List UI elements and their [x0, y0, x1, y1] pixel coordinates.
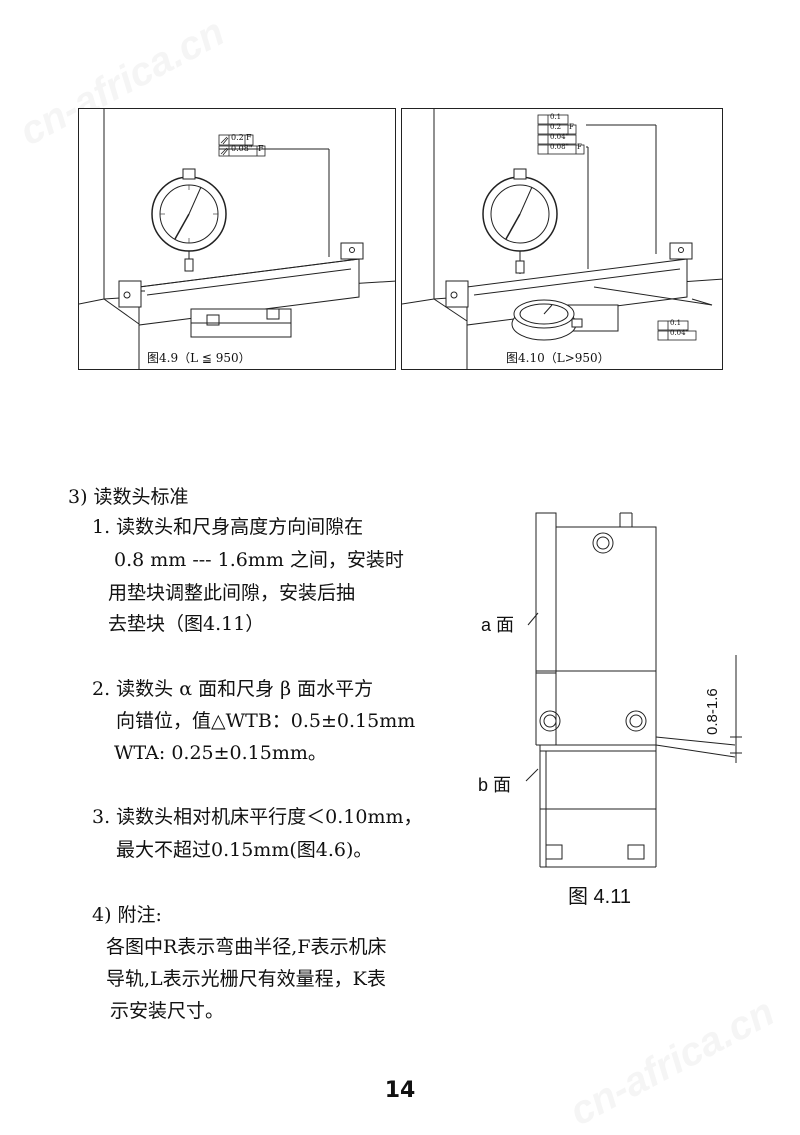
figure-4-11-drawing — [525, 512, 742, 868]
tol-datum-1: F — [246, 133, 252, 142]
item4-line2: 各图中R表示弯曲半径,F表示机床 — [106, 936, 387, 958]
item1-line3: 用垫块调整此间隙，安装后抽 — [108, 582, 356, 604]
section-title: 3) 读数头标准 — [68, 486, 189, 508]
figure-4-10-caption: 图4.10（L>950） — [506, 351, 610, 365]
item2-line1: 2. 读数头 α 面和尺身 β 面水平方 — [92, 678, 374, 700]
tol-value-2: 0.08" — [231, 144, 253, 153]
item1-line2: 0.8 mm --- 1.6mm 之间，安装时 — [114, 549, 404, 571]
item4-line3: 导轨,L表示光栅尺有效量程，K表 — [106, 968, 386, 990]
tol-top-2: 0.2 — [550, 123, 562, 131]
page-number: 14 — [384, 1078, 416, 1103]
item4-line4: 示安装尺寸。 — [110, 1000, 225, 1022]
figure-4-9-caption: 图4.9（L ≦ 950） — [147, 351, 251, 365]
tol-bottom-2: 0.04" — [670, 329, 689, 337]
figure-4-10-drawing — [402, 109, 722, 369]
tol-top-3: F — [569, 123, 574, 131]
tol-top-5: 0.08" — [550, 143, 569, 151]
item1-line1: 1. 读数头和尺身高度方向间隙在 — [92, 516, 364, 538]
item4-line1: 4) 附注: — [92, 904, 162, 926]
tol-bottom-1: 0.1 — [670, 319, 682, 327]
watermark-bottom: cn-africa.cn — [562, 989, 782, 1135]
item2-line3: WTA: 0.25±0.15mm。 — [114, 742, 327, 764]
item1-line4: 去垫块（图4.11） — [108, 613, 265, 635]
tol-top-6: F — [577, 143, 582, 151]
tol-top-4: 0.04" — [550, 133, 569, 141]
face-b-label: b 面 — [478, 775, 512, 795]
item2-line2: 向错位，值△WTB：0.5±0.15mm — [116, 710, 416, 732]
item3-line2: 最大不超过0.15mm(图4.6)。 — [116, 839, 373, 861]
tol-value-1: 0.2 — [231, 133, 244, 142]
figure-4-9: 0.2 F 0.08" F 图4.9（L ≦ 950） — [78, 108, 396, 370]
face-a-label: a 面 — [481, 615, 515, 635]
tol-datum-2: F — [258, 144, 264, 153]
tol-top-1: 0.1 — [550, 113, 562, 121]
figure-4-11-caption: 图 4.11 — [568, 886, 631, 908]
gap-dimension-label: 0.8-1.6 — [704, 688, 721, 735]
figure-4-10: 0.1 0.2 F 0.04" 0.08" F 0.1 0.04" 图4.10（… — [401, 108, 723, 370]
figure-4-9-drawing — [79, 109, 395, 369]
item3-line1: 3. 读数头相对机床平行度＜0.10mm， — [92, 806, 423, 828]
